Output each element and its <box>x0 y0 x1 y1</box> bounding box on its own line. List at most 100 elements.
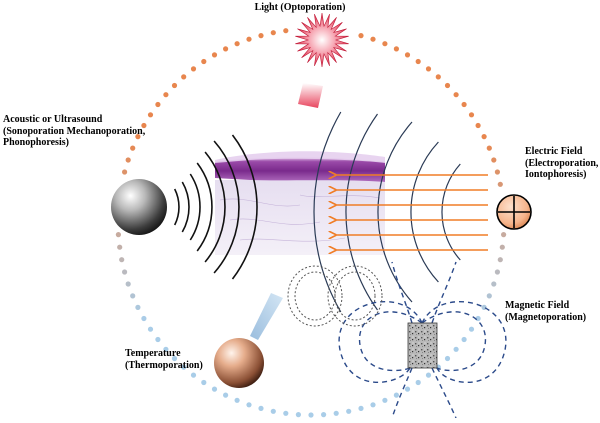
sound-wave-arc <box>196 162 213 252</box>
ring-dot <box>425 66 432 72</box>
ring-dot <box>181 364 187 370</box>
ring-dot <box>155 336 161 343</box>
ring-dot <box>122 269 128 275</box>
ring-dot <box>283 28 289 34</box>
ring-dot <box>494 169 500 175</box>
ring-dot <box>486 145 492 151</box>
ring-dot <box>358 33 364 39</box>
magnetic-field-lines <box>338 261 507 419</box>
sound-wave-arc <box>173 188 180 226</box>
ring-dot <box>115 232 121 238</box>
ring-dot <box>393 392 399 398</box>
ring-dot <box>497 181 503 187</box>
ring-dot <box>119 257 125 263</box>
electric-field-arc <box>345 113 378 311</box>
ring-dot <box>141 315 147 322</box>
label-light: Light (Optoporation) <box>254 2 346 13</box>
ring-dot <box>468 326 475 332</box>
skin-stratum-corneum <box>215 151 385 163</box>
ring-dot <box>234 41 240 47</box>
ring-dot <box>163 346 169 352</box>
ring-dot <box>147 112 154 118</box>
sound-wave-arc <box>189 173 201 241</box>
ring-dot <box>125 281 131 287</box>
ring-dot <box>181 74 187 80</box>
ring-dot <box>333 410 339 416</box>
ring-dot <box>358 405 364 411</box>
sound-wave-arc <box>204 151 226 263</box>
ring-dot <box>141 122 147 129</box>
ring-dot <box>130 145 136 151</box>
ring-dot <box>481 304 487 310</box>
ring-dot <box>190 372 197 378</box>
ring-dot <box>246 36 252 42</box>
magnetic-field-line <box>391 367 413 419</box>
ring-dot <box>486 293 492 299</box>
ring-dot <box>270 408 276 414</box>
skin-dermis <box>215 180 385 255</box>
magnet-block-icon <box>407 322 438 369</box>
ring-dot <box>499 244 505 250</box>
ring-dot <box>190 66 197 72</box>
ring-dot <box>211 386 218 392</box>
ring-dot <box>491 157 497 163</box>
magnetic-field-line <box>421 311 487 372</box>
sound-wave-arcs <box>173 134 258 280</box>
ring-dot <box>283 410 289 416</box>
ring-dot <box>425 372 432 378</box>
ring-dot <box>382 397 388 403</box>
dotted-ring <box>115 28 507 418</box>
ring-dot <box>171 82 178 89</box>
magnetic-field-line <box>431 367 457 419</box>
label-magnetic: Magnetic Field (Magnetoporation) <box>505 300 587 323</box>
ring-dot <box>295 412 301 418</box>
ring-dot <box>370 36 376 42</box>
light-source <box>295 12 349 108</box>
ring-dot <box>201 379 207 386</box>
ring-dot <box>171 355 178 362</box>
ring-dot <box>346 408 352 414</box>
ring-dot <box>163 92 169 98</box>
label-acoustic: Acoustic or Ultrasound (Sonoporation Mec… <box>3 114 146 148</box>
ring-dot <box>147 326 154 332</box>
ring-dot <box>130 293 136 299</box>
ring-dot <box>444 82 451 89</box>
sound-wave-arc <box>181 181 190 233</box>
ring-dot <box>201 58 207 65</box>
ring-dot <box>211 52 218 58</box>
ring-dot <box>415 379 421 386</box>
ring-dot <box>415 58 421 65</box>
ring-dot <box>491 281 497 287</box>
ring-dot <box>308 412 314 418</box>
ring-dot <box>475 122 481 129</box>
ring-dot <box>453 346 459 352</box>
copper-sphere <box>214 338 264 388</box>
magnetic-field-line <box>391 261 413 324</box>
electric-field-arc <box>410 141 439 283</box>
ring-dot <box>393 46 399 52</box>
heat-cone <box>250 293 283 340</box>
magnetic-source <box>287 261 507 419</box>
ring-dot <box>258 405 264 411</box>
temperature-source <box>214 293 283 388</box>
ring-dot <box>461 336 467 343</box>
electric-field-arc <box>377 121 413 303</box>
ring-dot <box>497 257 503 263</box>
label-electric: Electric Field (Electroporation, Iontoph… <box>525 146 599 180</box>
ring-dot <box>461 101 467 108</box>
ring-dot <box>481 134 487 140</box>
induced-field-loops <box>287 265 383 327</box>
ring-dot <box>321 412 327 418</box>
ring-dot <box>135 304 141 310</box>
electrode-icon <box>496 194 532 230</box>
ring-dot <box>382 41 388 47</box>
electric-field-arc <box>441 163 461 261</box>
ring-dot <box>223 46 229 52</box>
sound-wave-arc <box>231 134 258 280</box>
ring-dot <box>404 52 411 58</box>
ring-dot <box>246 402 252 408</box>
label-temperature: Temperature (Thermoporation) <box>125 348 203 371</box>
ring-dot <box>501 232 507 238</box>
